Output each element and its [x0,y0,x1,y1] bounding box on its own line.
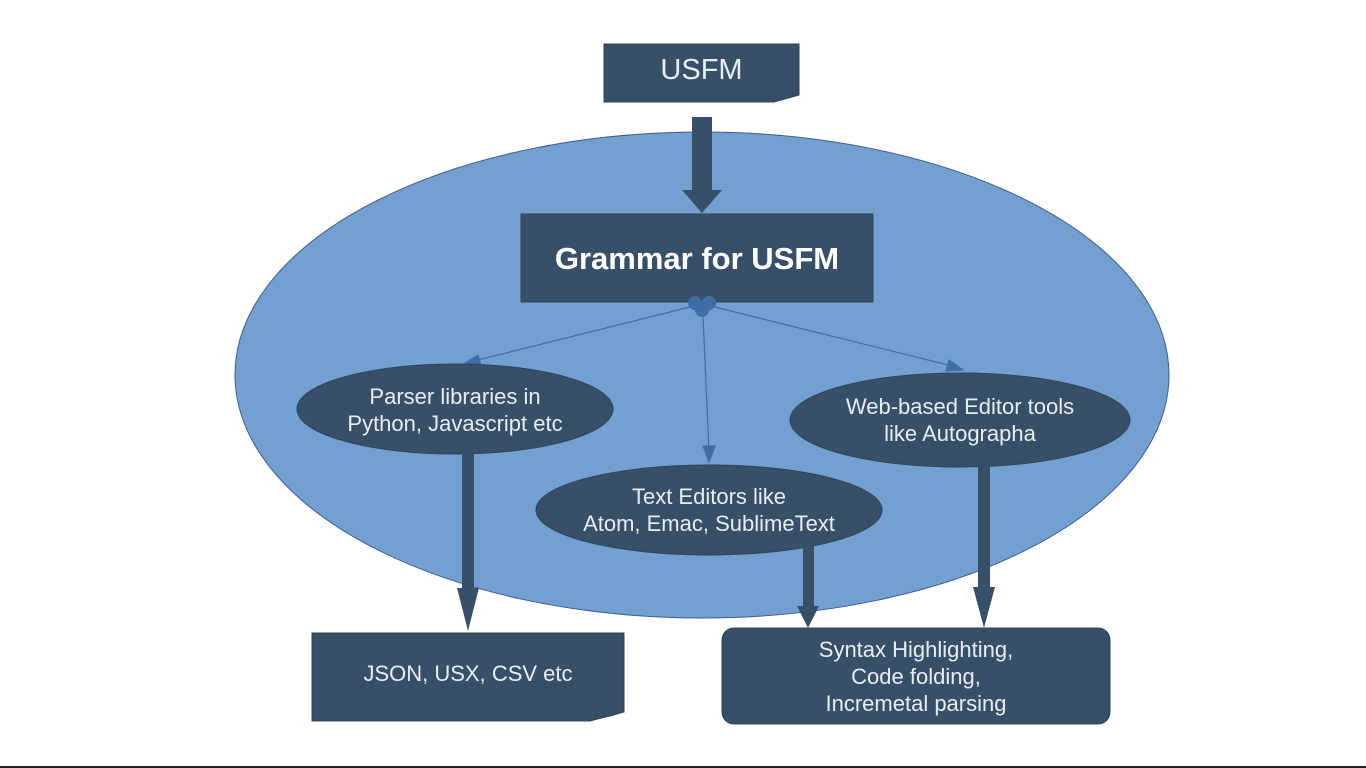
parser-label: Parser libraries in Python, Javascript e… [347,384,563,436]
grammar-label: Grammar for USFM [554,240,840,276]
connectors [460,306,965,464]
text-editors-ellipse [535,464,883,556]
syntax-label: Syntax Highlighting, Code folding, Incre… [818,636,1014,716]
arrow-webeditor-to-syntax [973,466,995,628]
json-box-fold [590,712,624,721]
json-label: JSON, USX, CSV etc [363,660,573,686]
usfm-label: USFM [660,53,743,86]
arrow-parser-to-json [457,453,479,631]
connector-hub [688,296,716,317]
arrow-usfm-to-grammar [682,117,722,213]
syntax-box [721,627,1111,725]
arrow-texteditors-to-syntax [797,546,819,628]
web-editor-label: Web-based Editor tools like Autographa [845,394,1075,446]
web-editor-ellipse [789,372,1131,468]
parser-ellipse [296,363,614,455]
text-editors-label: Text Editors like Atom, Emac, SublimeTex… [583,484,835,536]
usfm-box-fold [774,95,799,102]
